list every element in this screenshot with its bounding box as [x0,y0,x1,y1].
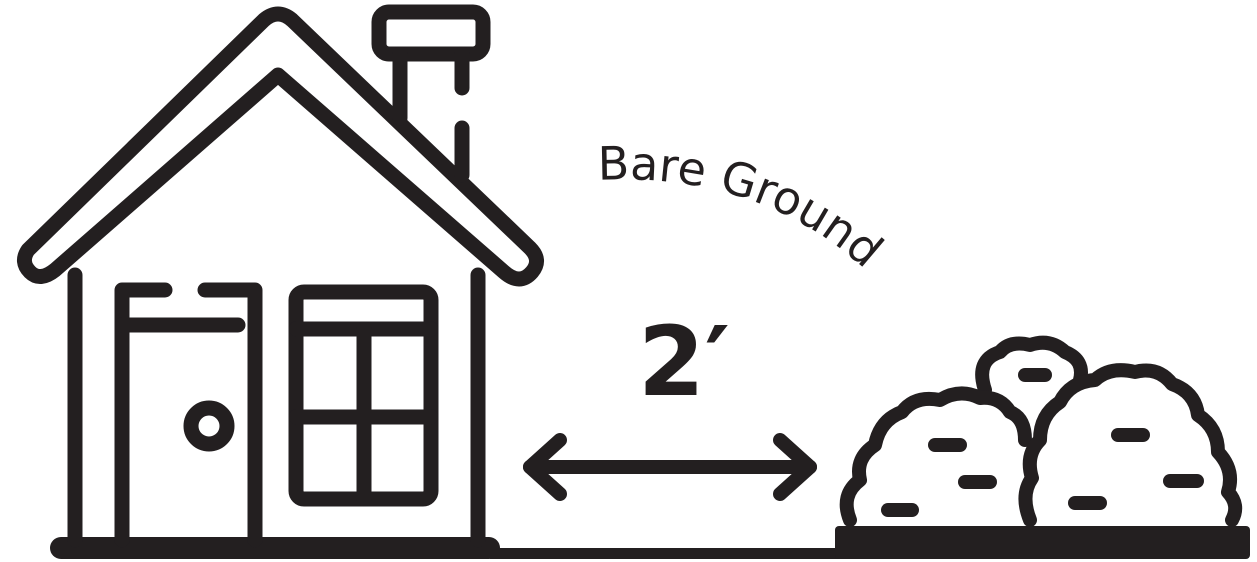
surface-label: Bare Ground [597,136,893,278]
ground-line [50,526,1250,559]
shrub-icon [847,343,1236,520]
surface-label-text: Bare Ground [597,136,893,278]
house-icon [24,12,536,540]
double-arrow-icon [530,440,810,494]
distance-label: 2′ [638,306,730,418]
